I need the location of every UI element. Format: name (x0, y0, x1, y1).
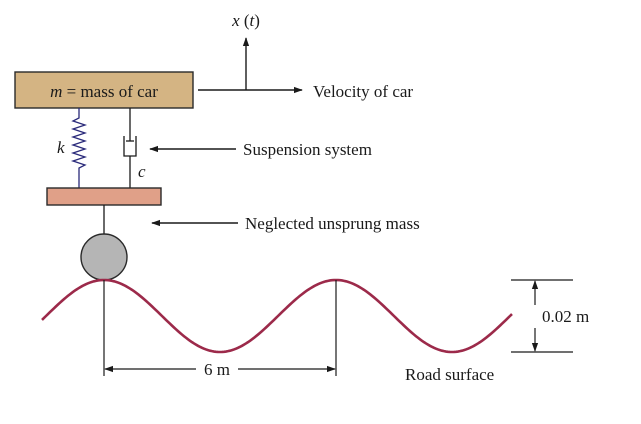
suspension-label: Suspension system (243, 140, 372, 159)
damper-label: c (138, 162, 146, 181)
axle-plate (46, 187, 162, 206)
spring (70, 108, 88, 188)
car-mass-block (14, 71, 194, 109)
amplitude-label: 0.02 m (542, 307, 589, 326)
mass-label: m = mass of car (50, 82, 158, 101)
road-surface-curve (41, 278, 513, 354)
damper (123, 108, 137, 188)
spring-label: k (57, 138, 65, 157)
velocity-label: Velocity of car (313, 82, 413, 101)
unsprung-label: Neglected unsprung mass (245, 214, 420, 233)
wavelength-label: 6 m (204, 360, 230, 379)
road-surface-label: Road surface (405, 365, 494, 384)
displacement-label: x (t) (231, 11, 260, 30)
wheel (80, 233, 128, 281)
